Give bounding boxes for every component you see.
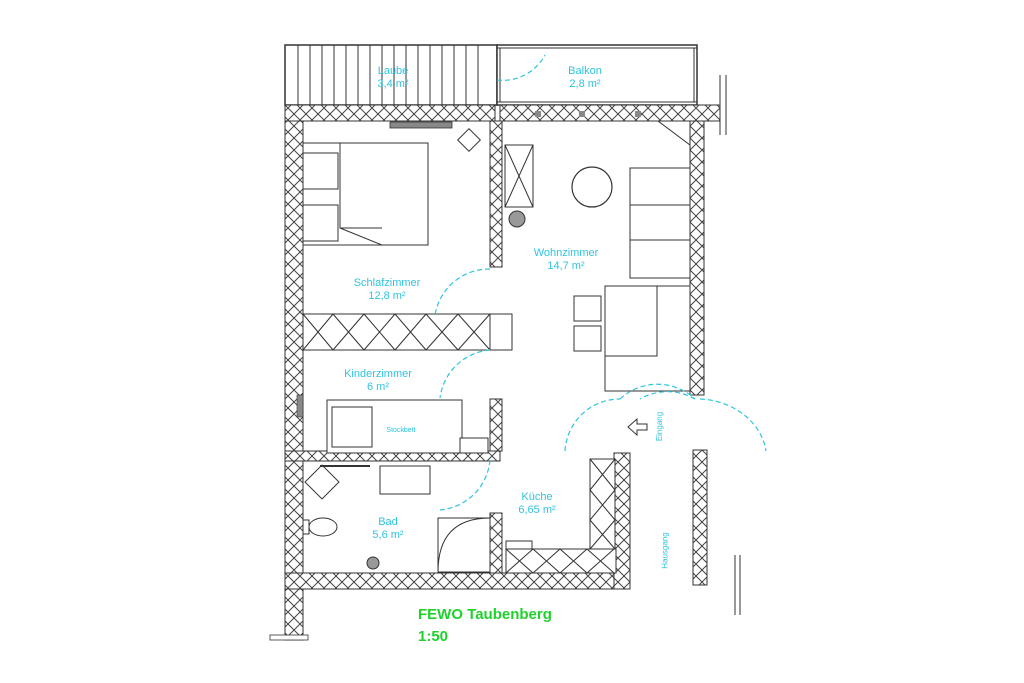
double-bed xyxy=(302,142,429,246)
room-area: 6,65 m² xyxy=(518,504,556,516)
hallway-label: Hausgang xyxy=(660,532,670,569)
wardrobe xyxy=(302,313,513,351)
room-name: Bad xyxy=(378,516,398,528)
round-table xyxy=(571,166,613,208)
room-area: 14,7 m² xyxy=(547,260,585,272)
sofa xyxy=(629,167,691,279)
room-name: Kinderzimmer xyxy=(344,368,412,380)
room-label-balkon: Balkon 2,8 m² xyxy=(568,65,602,91)
room-name: Schlafzimmer xyxy=(353,277,421,289)
side-table xyxy=(508,210,526,228)
room-area: 5,6 m² xyxy=(372,529,404,541)
room-area: 6 m² xyxy=(366,381,389,393)
door-swings xyxy=(434,54,767,511)
laube-railing xyxy=(284,44,498,106)
room-name: Laube xyxy=(377,65,409,77)
room-label-laube: Laube 3,4 m² xyxy=(377,65,408,91)
dining-area xyxy=(573,285,691,392)
kitchen-counter xyxy=(505,458,617,574)
entrance-arrow-icon xyxy=(627,417,648,437)
room-name: Balkon xyxy=(568,65,602,77)
exterior-stub xyxy=(719,75,727,135)
bathroom-fixtures xyxy=(302,464,491,573)
room-label-kueche: Küche 6,65 m² xyxy=(518,491,555,517)
plan-scale: 1:50 xyxy=(418,628,449,645)
room-name: Küche xyxy=(521,491,553,503)
plan-title: FEWO Taubenberg xyxy=(418,606,552,623)
tv-cabinet xyxy=(504,144,534,208)
entrance-label: Eingang xyxy=(655,411,665,442)
sleep-plant xyxy=(456,127,482,153)
bunk-bed xyxy=(326,399,489,454)
room-label-wohnzimmer: Wohnzimmer 14,7 m² xyxy=(534,247,599,273)
room-label-kinderzimmer: Kinderzimmer 6 m² xyxy=(344,368,412,394)
radiator-marks xyxy=(535,111,641,117)
room-area: 12,8 m² xyxy=(368,290,406,302)
room-area: 2,8 m² xyxy=(569,78,601,90)
room-label-schlafzimmer: Schlafzimmer 12,8 m² xyxy=(354,277,421,303)
room-name: Wohnzimmer xyxy=(533,247,599,259)
bunk-bed-label: Stockbett xyxy=(386,427,416,434)
room-label-bad: Bad 5,6 m² xyxy=(372,516,403,542)
room-area: 3,4 m² xyxy=(377,78,409,90)
exterior-walls xyxy=(284,104,721,641)
